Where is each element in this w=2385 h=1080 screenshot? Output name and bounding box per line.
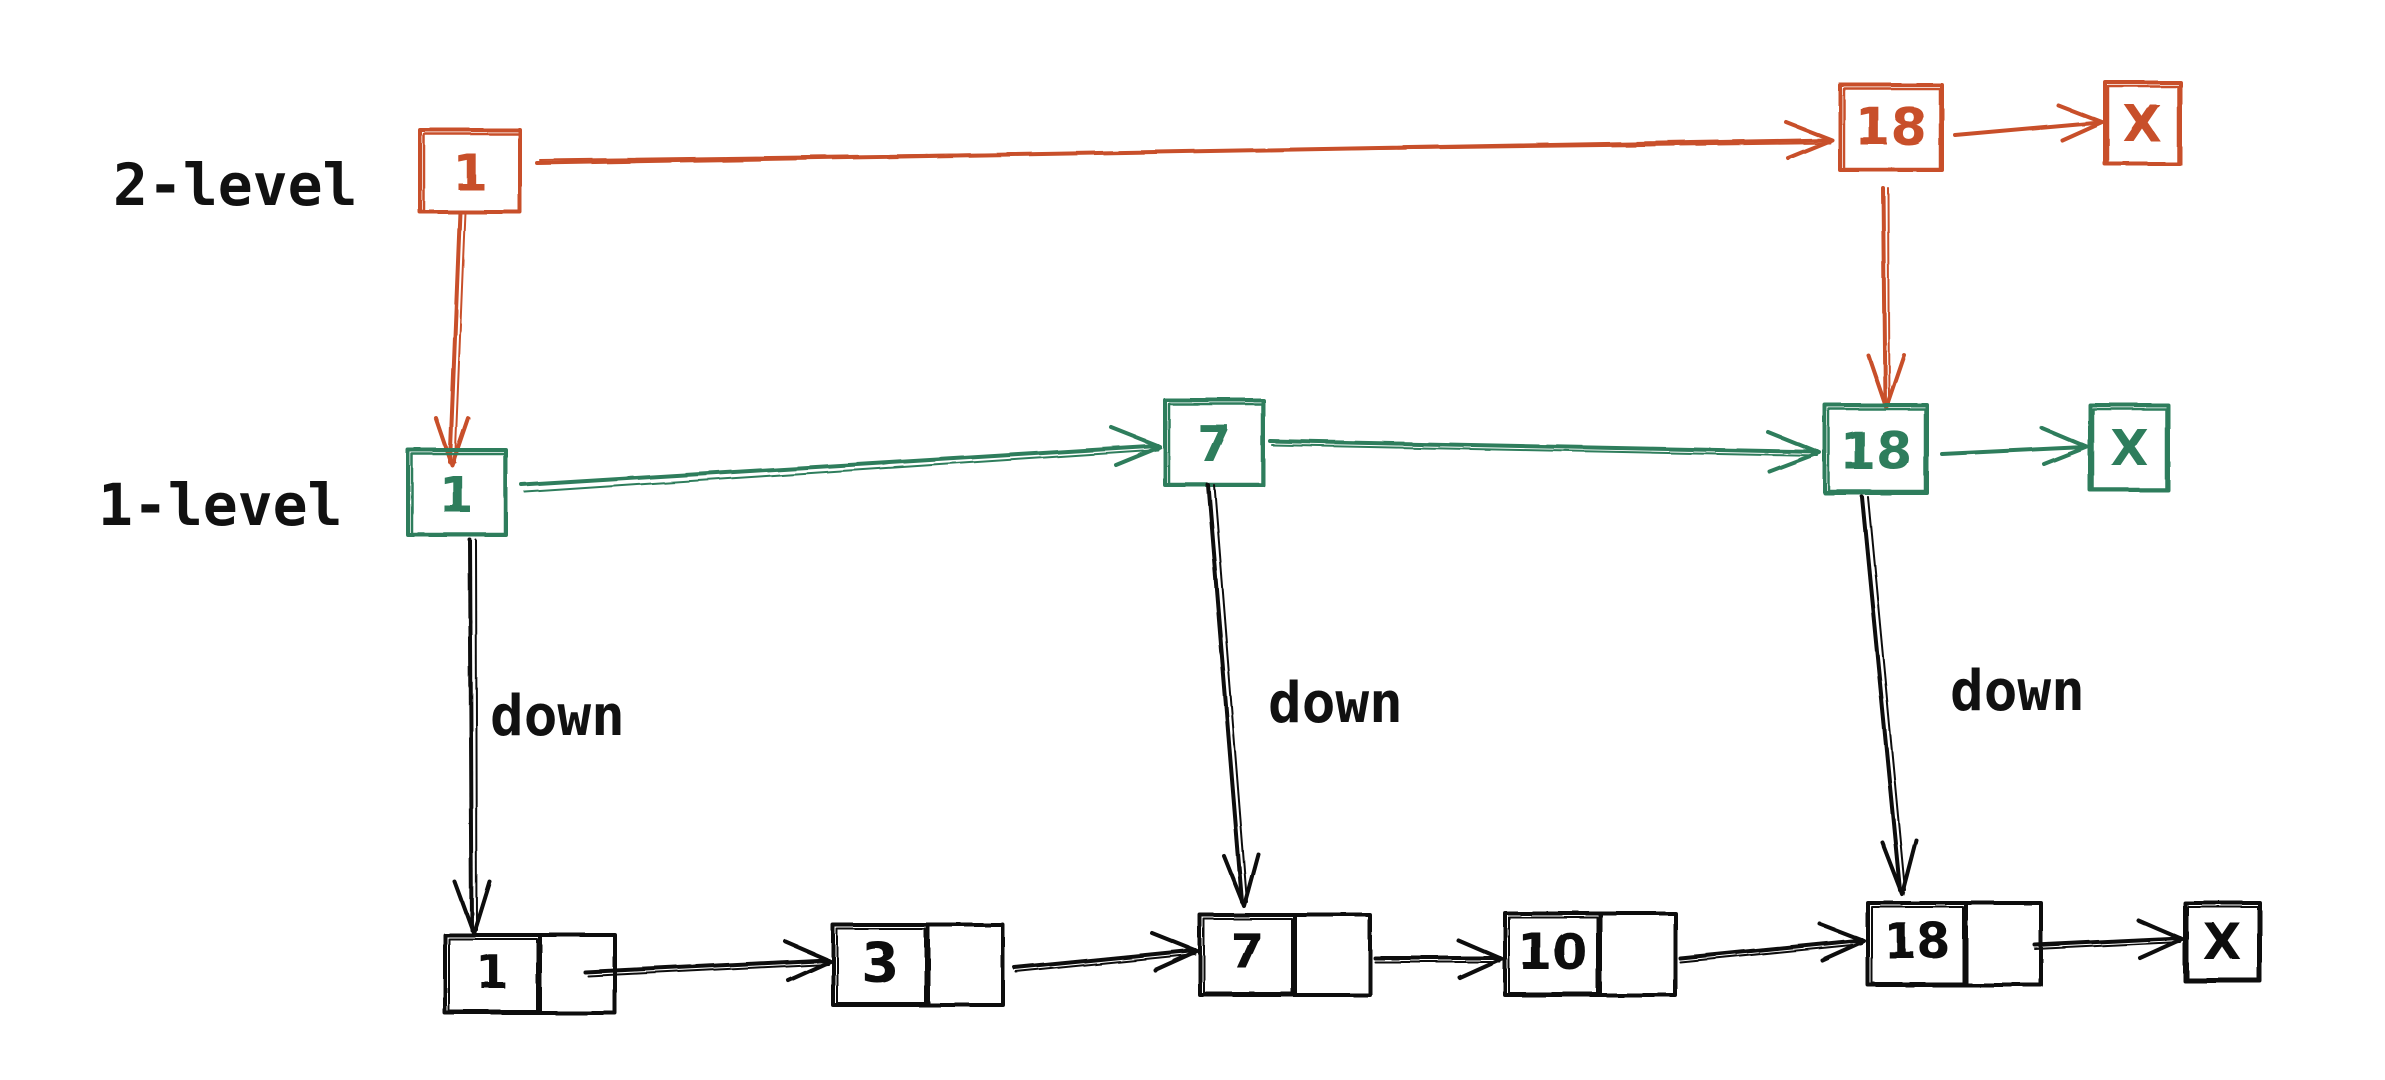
level2-node-18: 18 (1838, 83, 1944, 172)
level2-node-x: X (2103, 80, 2182, 166)
svg-text:X: X (2110, 419, 2149, 477)
level1-down-arrow-1 (453, 538, 492, 936)
down-label-3: down (1950, 659, 2085, 724)
level1-node-7: 7 (1163, 398, 1265, 487)
level1-down-arrow-7 (1206, 483, 1260, 908)
level1-node-x: X (2088, 403, 2170, 492)
level-2-label: 2-level (113, 151, 357, 219)
base-node-7: 7 (1198, 913, 1372, 997)
base-node-x: X (2183, 901, 2262, 983)
svg-text:7: 7 (1230, 924, 1263, 980)
base-arrow-10-to-18 (1678, 922, 1866, 963)
level1-arrow-18-to-x (1940, 426, 2089, 466)
base-node-3: 3 (831, 923, 1005, 1007)
base-arrow-18-to-x (2033, 918, 2184, 960)
level-2-list: 1 18 X (418, 80, 2182, 467)
level2-down-arrow-18 (1866, 186, 1906, 410)
svg-text:7: 7 (1197, 415, 1232, 473)
svg-text:X: X (2123, 95, 2162, 153)
base-node-1: 1 (443, 933, 617, 1015)
level2-node-1: 1 (418, 128, 522, 214)
level1-arrow-7-to-18 (1268, 430, 1822, 474)
level2-arrow-18-to-x (1953, 103, 2104, 142)
svg-text:10: 10 (1517, 923, 1587, 981)
level1-node-18: 18 (1823, 403, 1929, 495)
level2-arrow-1-to-18 (535, 120, 1834, 165)
level-1-list: 1 7 18 X (406, 398, 2170, 936)
base-arrow-1-to-3 (583, 940, 832, 982)
svg-text:3: 3 (861, 932, 899, 995)
down-label-2: down (1268, 671, 1403, 736)
base-list: 1 3 7 10 18 (443, 901, 2262, 1015)
base-arrow-3-to-7 (1013, 931, 1199, 973)
level2-down-arrow-1 (434, 210, 470, 467)
base-node-18: 18 (1866, 901, 2043, 987)
svg-text:X: X (2203, 913, 2242, 971)
down-label-1: down (490, 684, 625, 749)
svg-text:1: 1 (439, 466, 474, 524)
svg-text:18: 18 (1884, 914, 1951, 970)
base-node-10: 10 (1503, 911, 1677, 997)
svg-text:18: 18 (1840, 422, 1912, 482)
level1-node-1: 1 (406, 448, 508, 537)
level-1-label: 1-level (98, 471, 342, 539)
base-arrow-7-to-10 (1373, 938, 1504, 980)
svg-text:18: 18 (1855, 98, 1927, 158)
svg-text:1: 1 (476, 945, 508, 999)
level1-arrow-1-to-7 (520, 426, 1162, 493)
level1-down-arrow-18 (1860, 495, 1918, 896)
svg-text:1: 1 (453, 144, 488, 202)
